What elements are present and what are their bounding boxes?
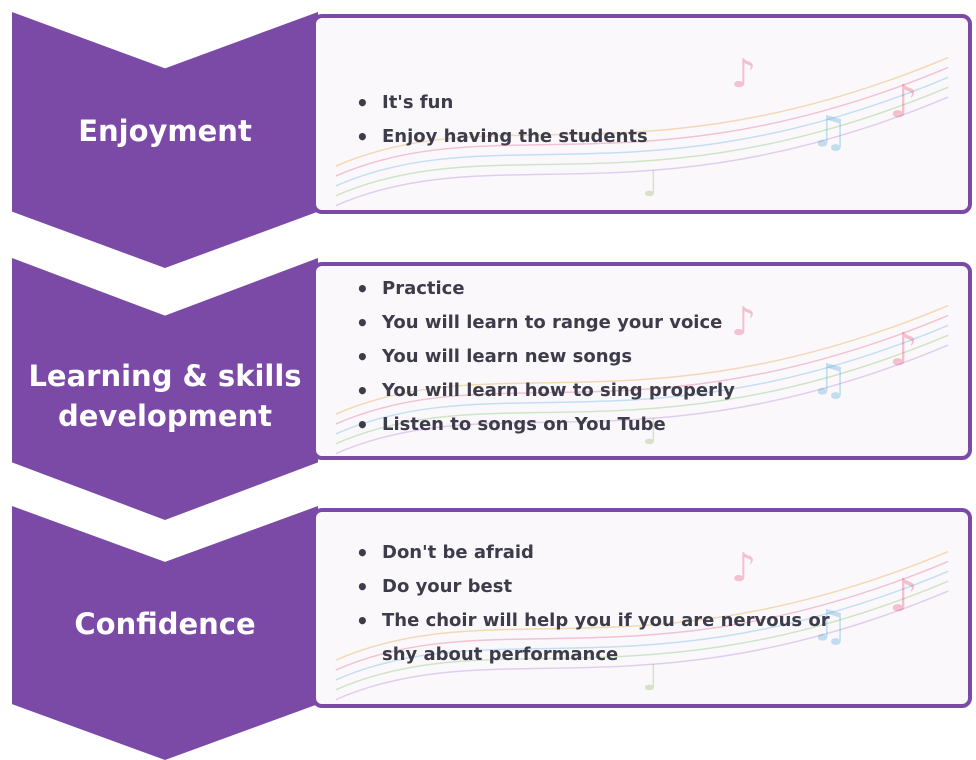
svg-text:♪: ♪ <box>889 323 918 376</box>
svg-text:♫: ♫ <box>810 355 849 405</box>
bullet-item: Do your best <box>356 570 856 604</box>
svg-text:♪: ♪ <box>889 569 918 622</box>
bullet-box-enjoyment: ♪ ♫ ♪ ♩ It's fun Enjoy having the studen… <box>312 14 972 214</box>
bullet-item: It's fun <box>356 86 648 120</box>
bullet-box-confidence: ♪ ♫ ♪ ♩ Don't be afraid Do your best The… <box>312 508 972 708</box>
bullet-item: The choir will help you if you are nervo… <box>356 604 856 672</box>
bullet-item: You will learn new songs <box>356 340 735 374</box>
bullet-item: Practice <box>356 272 735 306</box>
bullet-item: You will learn how to sing properly <box>356 374 735 408</box>
bullet-list: Practice You will learn to range your vo… <box>356 272 735 442</box>
svg-text:♪: ♪ <box>731 51 756 97</box>
section-label-learning: Learning & skills development <box>28 359 302 433</box>
bullet-list: Don't be afraid Do your best The choir w… <box>356 536 856 672</box>
section-label-enjoyment: Enjoyment <box>78 114 252 148</box>
bullet-item: Don't be afraid <box>356 536 856 570</box>
svg-text:♫: ♫ <box>810 107 849 157</box>
bullet-item: Listen to songs on You Tube <box>356 408 735 442</box>
section-label-confidence: Confidence <box>74 607 256 641</box>
svg-text:♩: ♩ <box>642 164 659 205</box>
bullet-list: It's fun Enjoy having the students <box>356 86 648 154</box>
bullet-box-learning: ♪ ♫ ♪ ♩ Practice You will learn to range… <box>312 262 972 460</box>
bullet-item: You will learn to range your voice <box>356 306 735 340</box>
svg-text:♪: ♪ <box>889 75 918 128</box>
bullet-item: Enjoy having the students <box>356 120 648 154</box>
svg-text:♪: ♪ <box>731 299 756 345</box>
